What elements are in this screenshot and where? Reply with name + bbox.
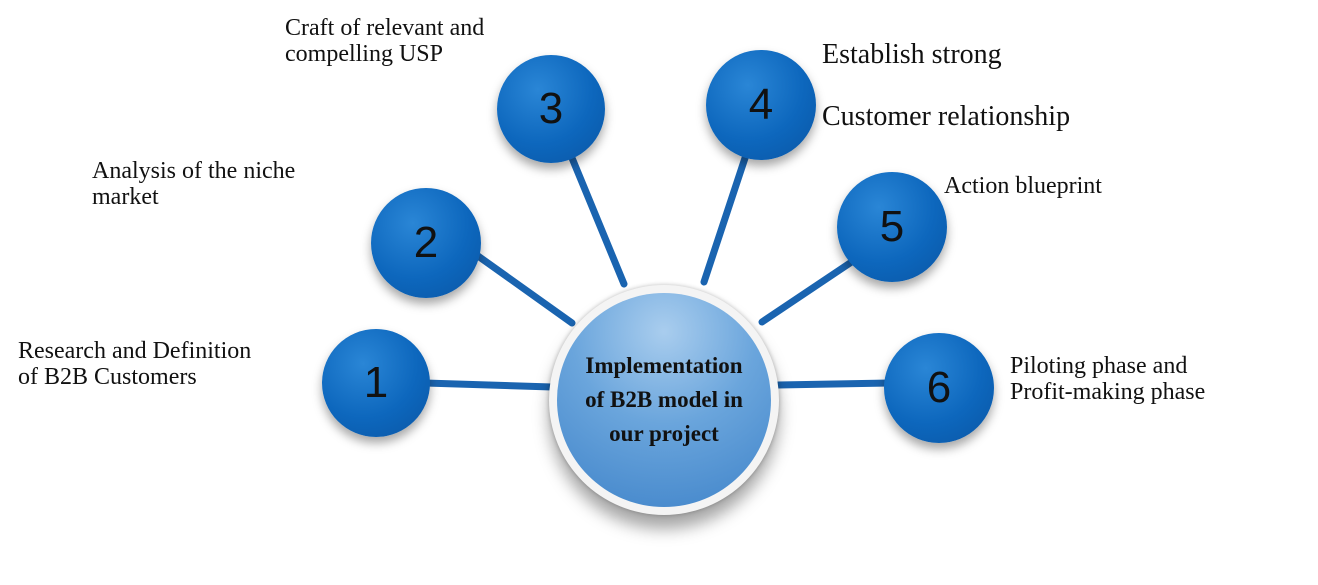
step-label-1: Research and Definition of B2B Customers xyxy=(18,338,309,390)
step-number-3: 3 xyxy=(538,84,564,133)
step-label-line: Craft of relevant and xyxy=(285,15,485,41)
step-label-line: Piloting phase and xyxy=(1010,353,1188,379)
connector-3 xyxy=(568,154,628,288)
step-node-1: 1 xyxy=(322,329,430,437)
step-label-3: Craft of relevant and compelling USP xyxy=(285,15,576,67)
step-label-line: Profit-making phase xyxy=(1010,379,1206,405)
step-node-4: 4 xyxy=(706,50,816,160)
step-node-6: 6 xyxy=(884,333,994,443)
step-label-line: compelling USP xyxy=(285,41,444,67)
center-line: of B2B model in xyxy=(585,387,743,412)
step-label-line: market xyxy=(92,184,159,210)
step-number-6: 6 xyxy=(926,363,952,412)
step-node-3: 3 xyxy=(497,55,605,163)
connector-1 xyxy=(421,379,556,391)
step-label-line: Research and Definition xyxy=(18,338,252,364)
step-number-5: 5 xyxy=(879,202,905,251)
step-label-4: Establish strong Customer relationship xyxy=(822,24,1070,148)
step-label-2: Analysis of the niche market xyxy=(92,158,382,210)
step-number-4: 4 xyxy=(748,80,774,129)
center-line: our project xyxy=(609,421,719,446)
step-node-2: 2 xyxy=(371,188,481,298)
center-line: Implementation xyxy=(585,353,743,378)
step-node-5: 5 xyxy=(837,172,947,282)
step-number-2: 2 xyxy=(413,218,439,267)
step-label-line: Customer relationship xyxy=(822,101,1071,132)
connector-2 xyxy=(474,252,576,327)
step-number-1: 1 xyxy=(363,358,389,407)
step-label-5: Action blueprint xyxy=(944,173,1102,199)
connector-6 xyxy=(774,379,894,389)
connector-4 xyxy=(700,148,751,286)
step-label-6: Piloting phase and Profit-making phase xyxy=(1010,353,1300,405)
connector-5 xyxy=(758,257,857,326)
center-hub-face: Implementation of B2B model in our proje… xyxy=(557,293,771,507)
step-label-line: Establish strong xyxy=(822,39,1002,70)
center-hub-title: Implementation of B2B model in our proje… xyxy=(585,349,743,451)
center-hub: Implementation of B2B model in our proje… xyxy=(549,285,779,515)
step-label-line: Analysis of the niche xyxy=(92,158,296,184)
step-label-line: Action blueprint xyxy=(944,173,1102,199)
step-label-line: of B2B Customers xyxy=(18,364,197,390)
